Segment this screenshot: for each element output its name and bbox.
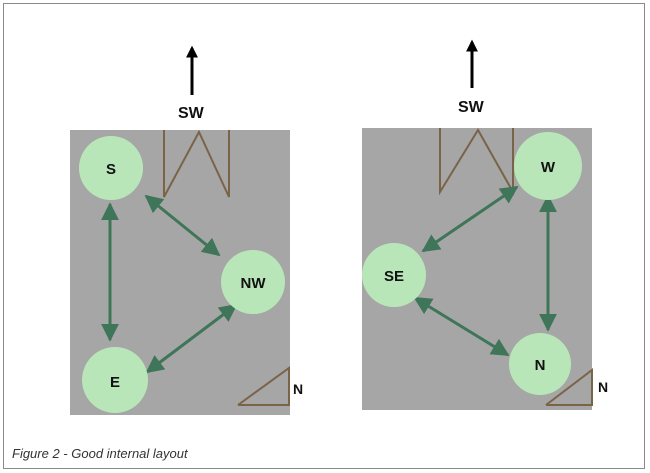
left-node-e-label: E bbox=[110, 374, 120, 391]
left-door-symbol bbox=[163, 129, 230, 198]
right-orientation-label: SW bbox=[458, 99, 485, 116]
left-plan: SW N S NW E bbox=[70, 45, 303, 415]
right-plan: SW N W SE N bbox=[362, 39, 608, 410]
left-node-nw bbox=[221, 250, 285, 314]
left-node-e bbox=[82, 347, 148, 413]
left-north-marker bbox=[237, 366, 290, 406]
right-node-se-label: SE bbox=[384, 268, 404, 285]
right-door-symbol bbox=[439, 128, 514, 196]
left-orientation-label: SW bbox=[178, 105, 205, 122]
right-north-label: N bbox=[598, 379, 608, 395]
left-node-nw-label: NW bbox=[241, 275, 267, 292]
right-edge-se-n bbox=[413, 296, 510, 357]
right-node-w-label: W bbox=[541, 159, 556, 176]
left-node-s-label: S bbox=[106, 161, 116, 178]
right-node-n bbox=[509, 333, 571, 395]
right-edge-w-se bbox=[421, 185, 519, 253]
right-node-se bbox=[362, 243, 426, 307]
right-node-n-label: N bbox=[535, 357, 546, 374]
left-edge-s-nw bbox=[144, 194, 221, 257]
left-north-label: N bbox=[293, 381, 303, 397]
right-north-marker bbox=[545, 367, 593, 406]
left-node-s bbox=[79, 136, 143, 200]
figure-caption: Figure 2 - Good internal layout bbox=[12, 446, 188, 461]
left-edge-nw-e bbox=[145, 303, 238, 374]
right-node-w bbox=[514, 132, 582, 200]
